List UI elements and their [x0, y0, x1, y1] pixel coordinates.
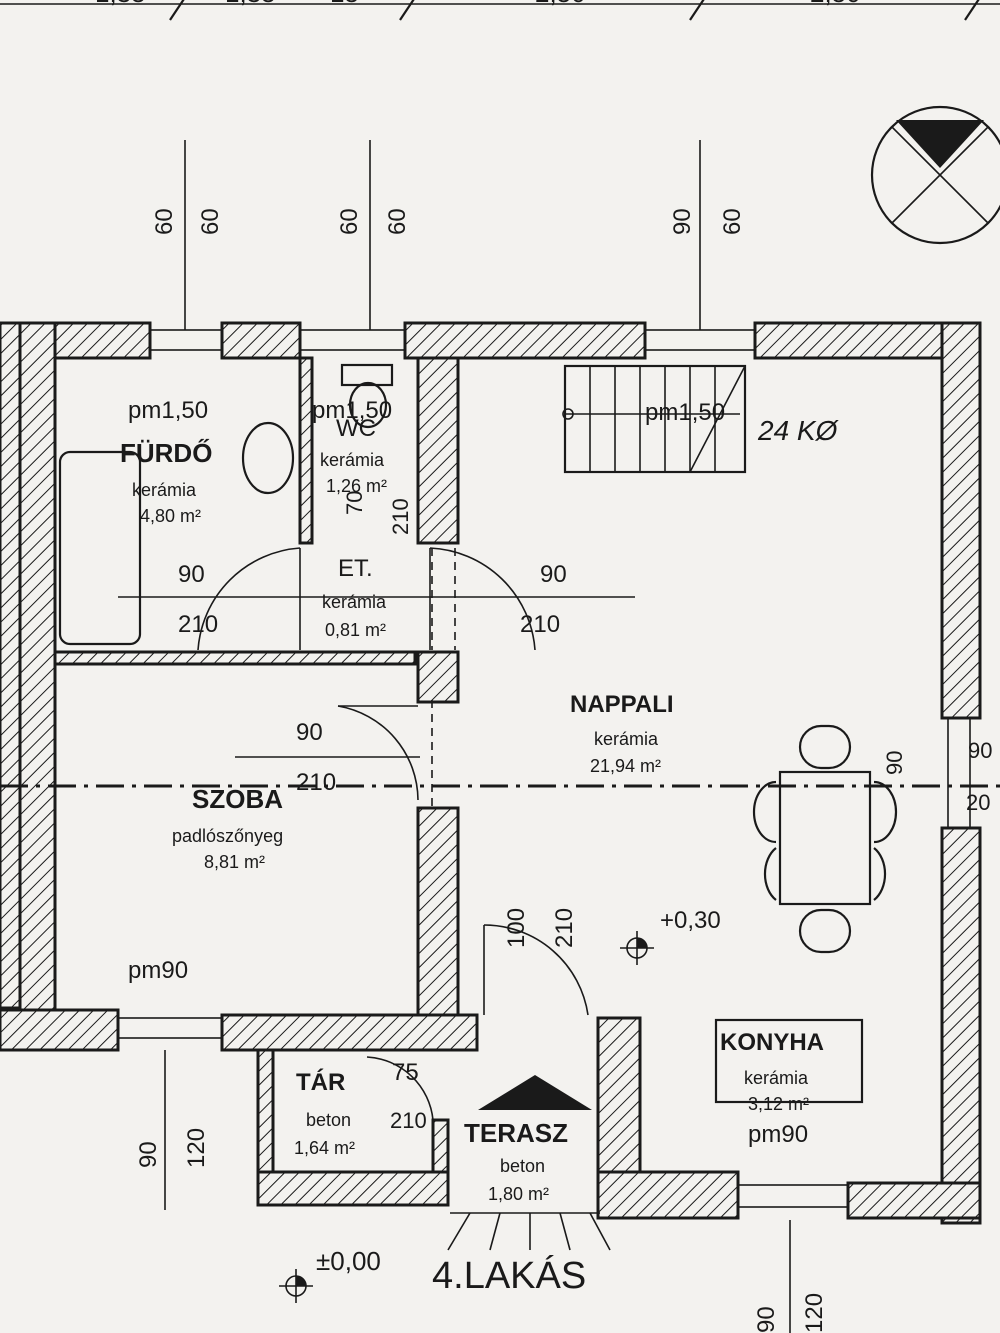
room-wc: pm1,50 WC kerámia 1,26 m² 70 210: [312, 397, 413, 535]
door3-height: 210: [296, 769, 336, 796]
terasz-floor: beton: [500, 1156, 545, 1176]
level-marker-outside-icon: [279, 1269, 313, 1303]
room-konyha: KONYHA kerámia 3,12 m² pm90: [720, 1029, 824, 1148]
win-dim-2b: 60: [384, 208, 411, 235]
win-dim-3b: 60: [719, 208, 746, 235]
door1-height: 210: [178, 611, 218, 638]
dim-top-4: 2,50: [535, 0, 586, 8]
door6-height: 20: [966, 790, 990, 815]
bottom-dim-right-b: 120: [801, 1293, 828, 1333]
doors: [197, 547, 589, 1121]
room-szoba: SZOBA padlószőnyeg 8,81 m² pm90: [128, 784, 283, 984]
terasz-name: TERASZ: [464, 1118, 568, 1148]
konyha-area: 3,12 m²: [748, 1094, 809, 1114]
win-dim-3a: 90: [669, 208, 696, 235]
level-inside: +0,30: [660, 907, 721, 934]
nappali-name: NAPPALI: [570, 691, 674, 718]
bottom-dim-left-b: 120: [183, 1128, 210, 1168]
wc-floor: kerámia: [320, 450, 385, 470]
door6-width: 90: [968, 738, 992, 763]
dining-table-icon: [752, 724, 898, 954]
dim-top-3: 15: [330, 0, 359, 8]
room-nappali: pm1,50 NAPPALI kerámia 21,94 m²: [570, 399, 725, 776]
dim-top-5: 2,50: [810, 0, 861, 8]
win-dim-2a: 60: [336, 208, 363, 235]
room-furdo: pm1,50 FÜRDŐ kerámia 4,80 m²: [120, 397, 212, 526]
windows: [117, 329, 971, 1208]
bathroom-fixtures: [58, 363, 394, 646]
konyha-floor: kerámia: [744, 1068, 809, 1088]
level-marker-icon: [620, 931, 654, 965]
door5-height: 210: [390, 1108, 427, 1133]
door5-width: 75: [392, 1059, 419, 1086]
door2-height: 210: [520, 611, 560, 638]
terasz-area: 1,80 m²: [488, 1184, 549, 1204]
wc-name: WC: [336, 415, 376, 442]
et-name: ET.: [338, 555, 373, 582]
kitchen-counter-icon: [714, 1018, 864, 1104]
tar-area: 1,64 m²: [294, 1138, 355, 1158]
door6-width-inside: 90: [882, 751, 907, 775]
szoba-sill: pm90: [128, 957, 188, 984]
et-floor: kerámia: [322, 592, 387, 612]
plan-title: 4.LAKÁS: [432, 1254, 586, 1297]
door1-width: 90: [178, 561, 205, 588]
win-dim-1b: 60: [197, 208, 224, 235]
bathtub-icon: [58, 450, 142, 646]
terrace-entry-icon: [447, 1075, 611, 1251]
door3-width: 90: [296, 719, 323, 746]
staircase-icon: [562, 364, 747, 474]
window-dimension-lines: 60 60 60 60 90 60: [151, 140, 746, 330]
tar-floor: beton: [306, 1110, 351, 1130]
furdo-area: 4,80 m²: [140, 506, 201, 526]
et-area: 0,81 m²: [325, 620, 386, 640]
handwritten-note: 24 KØ: [757, 415, 840, 446]
furdo-name: FÜRDŐ: [120, 438, 212, 468]
konyha-name: KONYHA: [720, 1029, 824, 1056]
furdo-sill: pm1,50: [128, 397, 208, 424]
dim-top-2: 1,35: [225, 0, 276, 8]
wc-door-w: 70: [342, 491, 367, 515]
door4-height: 210: [551, 908, 578, 948]
top-dimension-chain: 1,35 1,35 15 2,50 2,50: [0, 0, 1000, 21]
konyha-sill: pm90: [748, 1121, 808, 1148]
furdo-floor: kerámia: [132, 480, 197, 500]
room-terasz: TERASZ beton 1,80 m²: [464, 1118, 568, 1204]
wc-area: 1,26 m²: [326, 476, 387, 496]
level-outside: ±0,00: [316, 1246, 381, 1276]
tar-name: TÁR: [296, 1068, 345, 1096]
north-arrow-icon: [870, 105, 1000, 245]
bottom-dim-right-a: 90: [753, 1306, 780, 1333]
door2-width: 90: [540, 561, 567, 588]
room-et: ET. kerámia 0,81 m²: [322, 555, 387, 640]
door4-width: 100: [503, 908, 530, 948]
sink-icon: [241, 421, 295, 495]
toilet-bowl-icon: [348, 381, 388, 429]
nappali-floor: kerámia: [594, 729, 659, 749]
toilet-tank-icon: [340, 363, 394, 387]
szoba-floor: padlószőnyeg: [172, 826, 283, 846]
room-tar: TÁR beton 1,64 m²: [294, 1068, 355, 1158]
dim-top-1: 1,35: [95, 0, 146, 8]
nappali-sill: pm1,50: [645, 399, 725, 426]
bottom-dimension-lines: [164, 1050, 791, 1333]
szoba-name: SZOBA: [192, 784, 283, 814]
bottom-dim-left-a: 90: [135, 1141, 162, 1168]
wc-door-h: 210: [388, 498, 413, 535]
win-dim-1a: 60: [151, 208, 178, 235]
szoba-area: 8,81 m²: [204, 852, 265, 872]
wc-sill: pm1,50: [312, 397, 392, 424]
nappali-area: 21,94 m²: [590, 756, 661, 776]
